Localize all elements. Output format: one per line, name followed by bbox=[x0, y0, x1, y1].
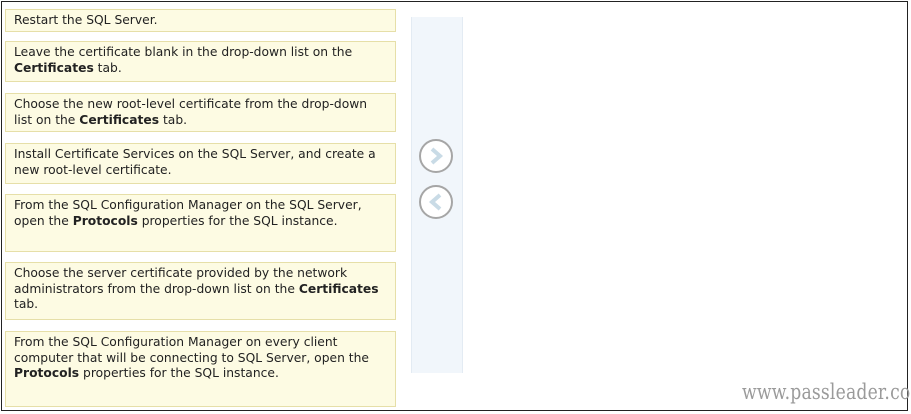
choice-text: Choose the new root-level certificate fr… bbox=[14, 97, 368, 127]
choice-text: properties for the SQL instance. bbox=[137, 213, 338, 228]
answer-choice[interactable]: Restart the SQL Server. bbox=[5, 9, 396, 32]
chevron-left-icon bbox=[428, 193, 442, 211]
answer-choice[interactable]: From the SQL Configuration Manager on th… bbox=[5, 194, 396, 252]
bold-term: Protocols bbox=[14, 366, 80, 380]
bold-term: Protocols bbox=[72, 213, 138, 228]
choice-text: Install Certificate Services on the SQL … bbox=[14, 147, 376, 177]
choice-text: tab. bbox=[93, 60, 122, 75]
choice-text: tab. bbox=[14, 297, 39, 311]
bold-term: Certificates bbox=[79, 112, 160, 127]
choice-text: From the SQL Configuration Manager on th… bbox=[14, 198, 362, 228]
move-right-button[interactable] bbox=[419, 139, 453, 173]
choice-text: properties for the SQL instance. bbox=[79, 366, 279, 380]
choice-text: tab. bbox=[159, 112, 188, 127]
choice-text: From the SQL Configuration Manager on ev… bbox=[14, 335, 369, 365]
bold-term: Certificates bbox=[298, 281, 379, 296]
chevron-right-icon bbox=[430, 147, 444, 165]
choice-text: Leave the certificate blank in the drop-… bbox=[14, 45, 353, 59]
answer-choice[interactable]: Choose the server certificate provided b… bbox=[5, 262, 396, 320]
bold-term: Certificates bbox=[14, 60, 94, 75]
watermark: www.passleader.com bbox=[742, 380, 911, 404]
answer-choice[interactable]: Install Certificate Services on the SQL … bbox=[5, 143, 396, 184]
move-left-button[interactable] bbox=[419, 185, 453, 219]
choice-text: Restart the SQL Server. bbox=[14, 13, 158, 27]
answer-choice[interactable]: Leave the certificate blank in the drop-… bbox=[5, 41, 396, 82]
answer-choice[interactable]: Choose the new root-level certificate fr… bbox=[5, 93, 396, 132]
answer-choice[interactable]: From the SQL Configuration Manager on ev… bbox=[5, 331, 396, 407]
choice-text: Choose the server certificate provided b… bbox=[14, 266, 348, 296]
